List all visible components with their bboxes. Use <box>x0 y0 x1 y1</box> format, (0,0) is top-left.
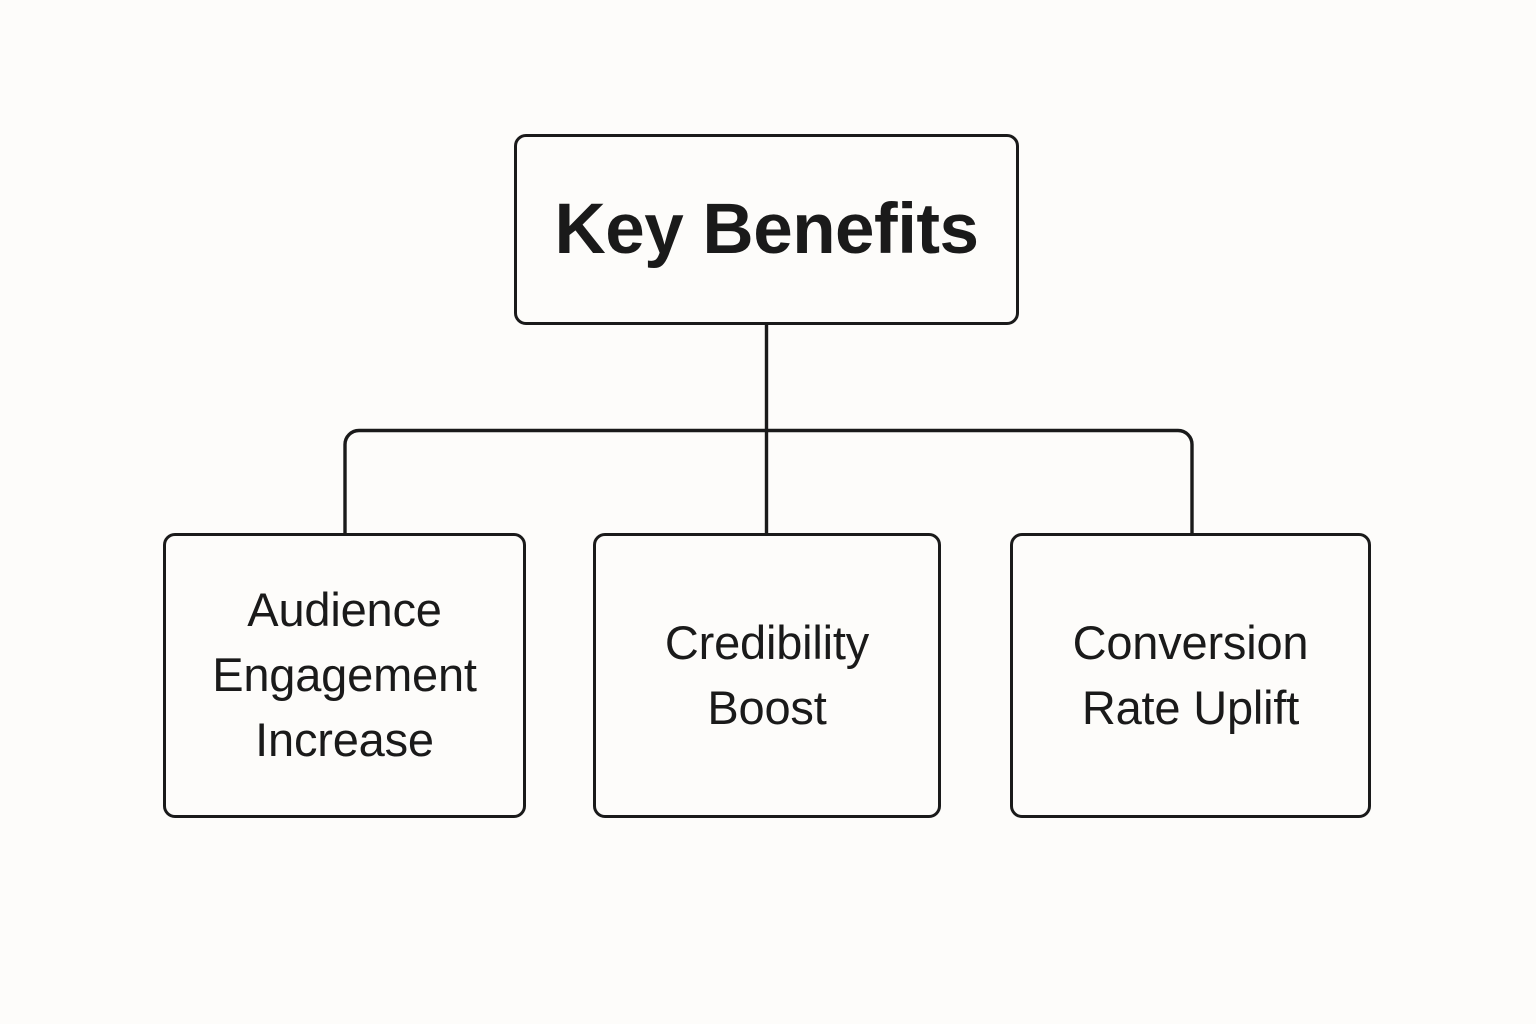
node-child-label: Audience Engagement Increase <box>212 583 477 766</box>
node-root-label: Key Benefits <box>554 189 979 269</box>
node-conversion-rate-uplift[interactable]: Conversion Rate Uplift <box>1010 533 1371 818</box>
node-child-label: Conversion Rate Uplift <box>1072 615 1309 734</box>
node-audience-engagement-increase[interactable]: Audience Engagement Increase <box>163 533 526 818</box>
connector-bus-left <box>343 428 767 533</box>
connector-bus-right <box>766 428 1194 533</box>
node-root-key-benefits[interactable]: Key Benefits <box>514 134 1019 325</box>
node-credibility-boost[interactable]: Credibility Boost <box>593 533 941 818</box>
node-child-label: Credibility Boost <box>664 615 870 734</box>
